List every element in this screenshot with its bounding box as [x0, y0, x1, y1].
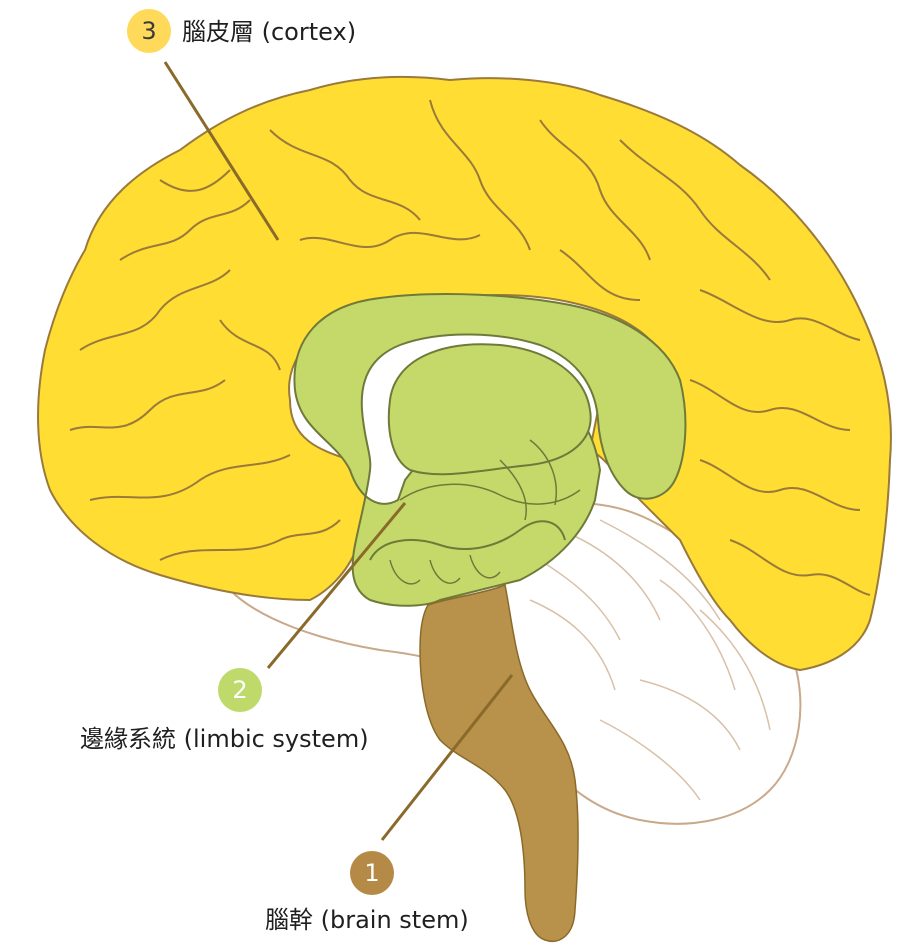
cortex-label: 腦皮層 (cortex)	[182, 20, 356, 44]
cortex-number-badge: 3	[127, 9, 171, 53]
limbic-label: 邊緣系統 (limbic system)	[80, 727, 369, 751]
brainstem-number-badge: 1	[350, 851, 394, 895]
limbic-number-badge: 2	[218, 668, 262, 712]
brainstem-label: 腦幹 (brain stem)	[265, 908, 469, 932]
thalamus-shape	[389, 344, 591, 474]
